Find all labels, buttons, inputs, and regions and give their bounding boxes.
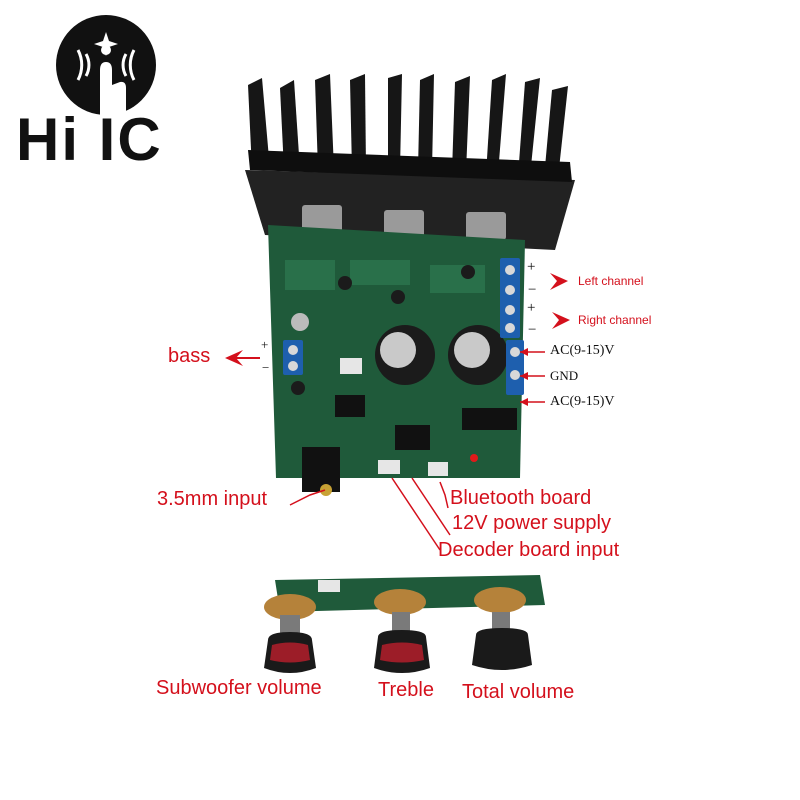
bass-minus-label: − [262,360,270,375]
ac-bottom-label: AC(9-15)V [550,394,615,409]
bass-plus-label: + [261,337,269,352]
capacitors [291,265,508,395]
bluetooth-board-label: Bluetooth board [450,487,592,509]
total-volume-label: Total volume [462,681,575,703]
gnd-label: GND [550,368,579,383]
input-35mm-label: 3.5mm input [157,488,268,510]
leader-lines [289,477,451,551]
brand-logo: Hi IC [8,10,193,170]
subwoofer-volume-label: Subwoofer volume [156,677,322,699]
callout-arrows [225,273,570,406]
right-channel-label: Right channel [578,313,652,327]
left-channel-label: Left channel [578,274,644,288]
brand-wordmark: Hi IC [16,106,163,173]
left-plus-label: + [527,259,536,275]
right-plus-label: + [527,300,536,316]
ac-top-label: AC(9-15)V [550,343,615,358]
power-transistors [302,205,506,240]
decoder-input-label: Decoder board input [438,539,620,561]
right-minus-label: − [528,322,537,338]
bass-label: bass [168,345,211,367]
knob-caps [264,628,532,673]
hand-signal-icon [56,15,156,115]
potentiometers [264,587,526,620]
power-12v-label: 12V power supply [452,512,611,534]
treble-label: Treble [378,679,434,701]
left-minus-label: − [528,282,537,298]
